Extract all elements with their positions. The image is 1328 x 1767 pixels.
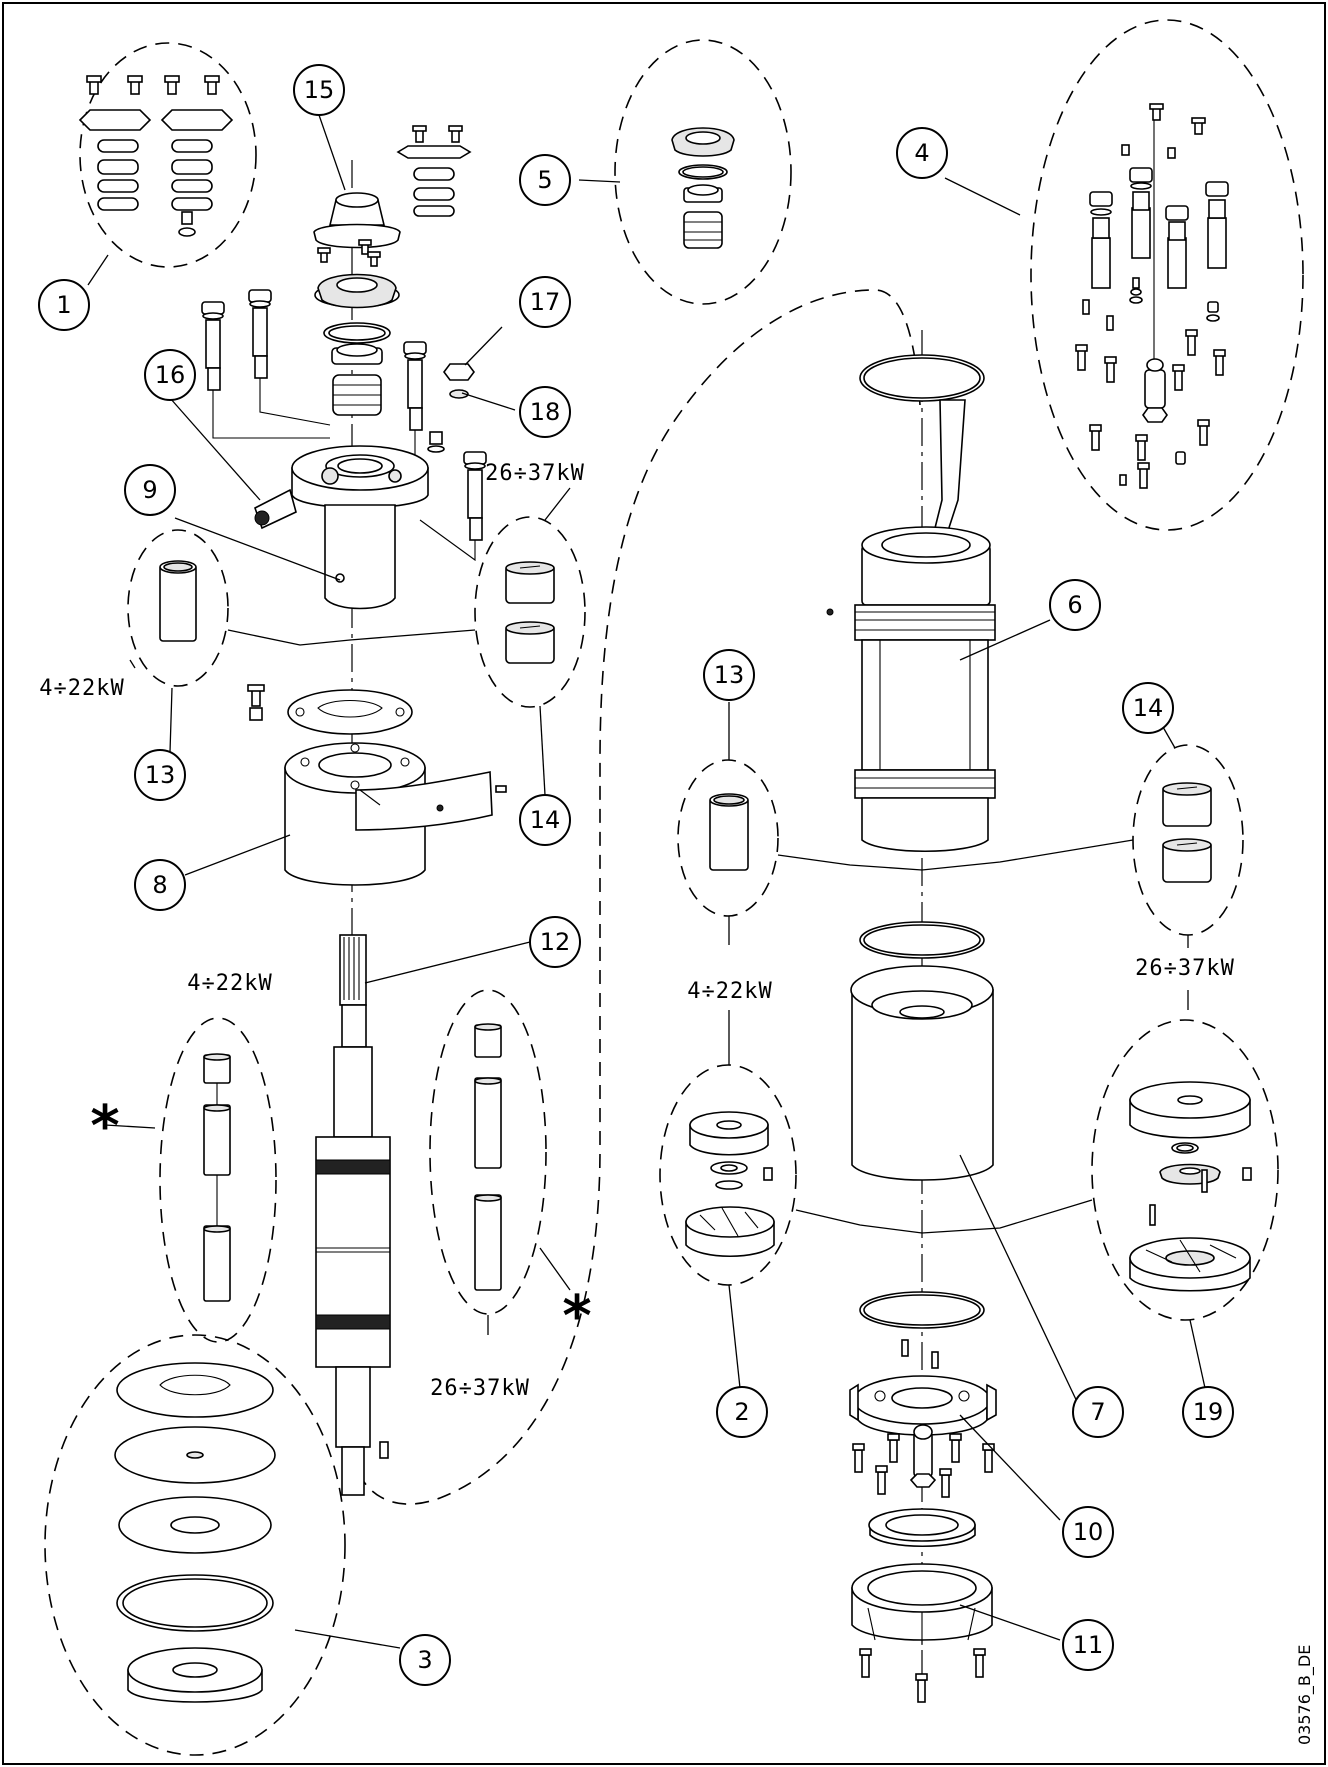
callout-9: 9 (124, 464, 176, 516)
callout-1-text: 1 (56, 291, 71, 319)
callout-13a-text: 13 (145, 761, 176, 789)
stator-6 (826, 354, 996, 853)
group-4-outline (1030, 19, 1304, 531)
rotor-shaft-12 (315, 934, 391, 1496)
note-range-large-14a: 26÷37kW (485, 461, 585, 486)
group-14b-inserts (1162, 782, 1212, 883)
callout-15-text: 15 (304, 76, 335, 104)
callout-14a: 14 (519, 794, 571, 846)
group-star-b-bushings (474, 1023, 502, 1291)
callout-18-text: 18 (530, 398, 561, 426)
motor-body-8 (284, 742, 507, 886)
group-13a-outline (127, 529, 229, 687)
callout-7-text: 7 (1090, 1398, 1105, 1426)
callout-10-text: 10 (1073, 1518, 1104, 1546)
left-column-parts (78, 75, 555, 1703)
callout-8: 8 (134, 859, 186, 911)
callout-19: 19 (1182, 1386, 1234, 1438)
callout-18: 18 (519, 386, 571, 438)
callout-13b-text: 13 (714, 661, 745, 689)
callout-11: 11 (1062, 1619, 1114, 1671)
group-13b-insert (709, 793, 749, 871)
callout-9-text: 9 (142, 476, 157, 504)
callout-4: 4 (896, 127, 948, 179)
callouts: 1 15 5 4 17 16 18 9 13 14 8 12 6 13 14 2… (38, 64, 1234, 1686)
group-4-parts (1075, 103, 1229, 489)
bearing-housing-10 (849, 1339, 997, 1498)
part-17-18-plug (443, 363, 475, 399)
callout-17: 17 (519, 276, 571, 328)
gasket-plate-upper (247, 684, 413, 735)
callout-5: 5 (519, 154, 571, 206)
group-19-bearing (1129, 1081, 1252, 1292)
note-range-large-19: 26÷37kW (1135, 956, 1235, 981)
head-bolts-left (201, 289, 331, 439)
callout-8-text: 8 (152, 871, 167, 899)
group-13a-insert (159, 560, 197, 642)
callout-17-text: 17 (530, 288, 561, 316)
upper-motor-head (254, 445, 429, 610)
callout-12: 12 (529, 916, 581, 968)
callout-2: 2 (716, 1386, 768, 1438)
callout-2-text: 2 (734, 1398, 749, 1426)
part-15-cap (313, 192, 401, 249)
callout-1: 1 (38, 279, 90, 331)
group-upper-small-parts (317, 125, 472, 267)
group-14a-inserts (505, 561, 555, 664)
callout-19-text: 19 (1193, 1398, 1224, 1426)
group-2-bearing (685, 1111, 775, 1257)
foot-11 (851, 1508, 993, 1703)
can-7 (850, 921, 994, 1329)
callout-4-text: 4 (914, 139, 929, 167)
range-notes: 26÷37kW 4÷22kW 4÷22kW 26÷37kW 4÷22kW 26÷… (39, 461, 1235, 1401)
group-2-outline (659, 1064, 797, 1286)
callout-6-text: 6 (1067, 591, 1082, 619)
callout-6: 6 (1049, 579, 1101, 631)
callout-5-text: 5 (537, 166, 552, 194)
group-14a-outline (474, 516, 586, 708)
leader-lines (87, 114, 1206, 1649)
group-13b-outline (677, 759, 779, 917)
group-star-a-outline (159, 1017, 277, 1343)
seal-stack-left (314, 273, 400, 416)
cable-path (351, 289, 921, 1505)
group-19-outline (1091, 1019, 1279, 1321)
callout-10: 10 (1062, 1506, 1114, 1558)
note-range-large-star-b: 26÷37kW (430, 1376, 530, 1401)
drawing-code: 03576_B_DE (1295, 1645, 1315, 1745)
group-1-outline (79, 42, 257, 268)
callout-11-text: 11 (1073, 1631, 1104, 1659)
callout-14b: 14 (1122, 682, 1174, 734)
group-outlines (44, 19, 1304, 1756)
group-star-a-bushings (203, 1053, 231, 1302)
callout-7: 7 (1072, 1386, 1124, 1438)
star-marker-a: * (90, 1094, 119, 1159)
callout-14a-text: 14 (530, 806, 561, 834)
callout-3: 3 (399, 1634, 451, 1686)
callout-13a: 13 (134, 749, 186, 801)
group-star-b-outline (429, 989, 547, 1315)
right-column-parts (671, 103, 1252, 1703)
group-5-parts (671, 127, 735, 249)
callout-14b-text: 14 (1133, 694, 1164, 722)
group-5-outline (614, 39, 792, 305)
callout-16-text: 16 (155, 361, 186, 389)
callout-3-text: 3 (417, 1646, 432, 1674)
group-3-plates (114, 1362, 276, 1703)
callout-16: 16 (144, 349, 196, 401)
note-range-small-13a: 4÷22kW (39, 676, 124, 701)
note-range-small-star-a: 4÷22kW (187, 971, 272, 996)
note-range-small-2: 4÷22kW (687, 979, 772, 1004)
star-marker-b: * (562, 1284, 591, 1349)
group-3-outline (44, 1334, 346, 1756)
head-bolts-right (394, 341, 487, 562)
callout-13b: 13 (703, 649, 755, 701)
group-1-parts (78, 75, 234, 237)
callout-15: 15 (293, 64, 345, 116)
callout-12-text: 12 (540, 928, 571, 956)
